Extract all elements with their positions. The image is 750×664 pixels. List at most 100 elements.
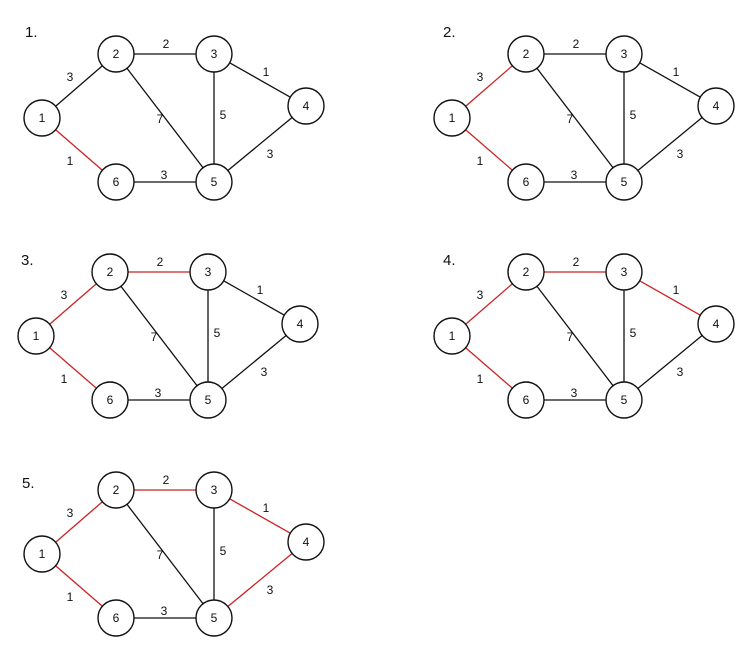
edge-weight-3-4: 1 [263, 65, 270, 79]
node-4: 4 [697, 305, 735, 343]
node-label: 5 [211, 175, 218, 189]
node-6: 6 [97, 599, 135, 637]
node-circle [507, 381, 545, 419]
edge-weight-2-5: 7 [567, 330, 574, 344]
edge-1-6 [465, 347, 513, 389]
node-circle [91, 381, 129, 419]
edge-weight-3-4: 1 [673, 65, 680, 79]
node-2: 2 [97, 471, 135, 509]
edge-4-5 [221, 334, 287, 390]
node-3: 3 [605, 253, 643, 291]
node-2: 2 [97, 35, 135, 73]
node-label: 1 [39, 547, 46, 561]
node-label: 3 [621, 47, 628, 61]
node-label: 3 [211, 483, 218, 497]
edge-weight-3-4: 1 [257, 283, 264, 297]
node-label: 1 [449, 111, 456, 125]
node-label: 4 [713, 99, 720, 113]
node-label: 5 [621, 175, 628, 189]
node-3: 3 [605, 35, 643, 73]
edge-3-4 [639, 280, 701, 316]
node-circle [97, 163, 135, 201]
node-circle [23, 535, 61, 573]
node-label: 5 [211, 611, 218, 625]
node-circle [97, 471, 135, 509]
edge-weight-1-6: 1 [61, 372, 68, 386]
edge-weight-6-5: 3 [571, 386, 578, 400]
node-circle [433, 317, 471, 355]
node-circle [697, 87, 735, 125]
node-circle [195, 599, 233, 637]
edge-weight-2-3: 2 [573, 255, 580, 269]
node-6: 6 [507, 163, 545, 201]
node-5: 5 [195, 599, 233, 637]
edge-weight-3-5: 5 [214, 326, 221, 340]
node-circle [605, 35, 643, 73]
node-circle [195, 163, 233, 201]
node-6: 6 [91, 381, 129, 419]
edge-weight-2-3: 2 [157, 255, 164, 269]
node-label: 3 [205, 265, 212, 279]
edge-weight-1-6: 1 [477, 372, 484, 386]
node-circle [507, 35, 545, 73]
node-label: 1 [33, 329, 40, 343]
edge-weight-1-2: 3 [477, 288, 484, 302]
edge-weight-4-5: 3 [267, 147, 274, 161]
node-circle [605, 253, 643, 291]
node-circle [17, 317, 55, 355]
edge-2-5 [126, 503, 204, 605]
node-circle [697, 305, 735, 343]
node-label: 6 [107, 393, 114, 407]
node-5: 5 [605, 163, 643, 201]
edge-weight-2-5: 7 [567, 112, 574, 126]
node-circle [189, 253, 227, 291]
edge-4-5 [637, 116, 703, 172]
edge-4-5 [227, 116, 293, 172]
node-label: 2 [113, 47, 120, 61]
edge-weight-1-2: 3 [477, 70, 484, 84]
node-label: 4 [303, 535, 310, 549]
edge-weight-1-2: 3 [61, 288, 68, 302]
node-label: 3 [211, 47, 218, 61]
edge-weight-4-5: 3 [677, 147, 684, 161]
edge-weight-1-2: 3 [67, 70, 74, 84]
edge-1-6 [49, 347, 97, 389]
node-2: 2 [507, 35, 545, 73]
node-1: 1 [23, 535, 61, 573]
node-1: 1 [23, 99, 61, 137]
node-circle [195, 35, 233, 73]
edge-1-2 [465, 65, 513, 107]
node-circle [507, 163, 545, 201]
panel-number: 3. [21, 252, 34, 269]
node-label: 6 [113, 175, 120, 189]
node-label: 1 [449, 329, 456, 343]
panel-number: 1. [25, 24, 38, 41]
edge-weight-6-5: 3 [155, 386, 162, 400]
node-circle [287, 523, 325, 561]
node-label: 6 [523, 175, 530, 189]
node-3: 3 [195, 471, 233, 509]
edge-weight-2-5: 7 [157, 112, 164, 126]
edge-4-5 [227, 552, 293, 608]
edge-2-5 [536, 67, 614, 169]
edge-3-4 [223, 280, 285, 316]
node-1: 1 [433, 99, 471, 137]
edge-1-2 [55, 501, 103, 543]
edge-weight-1-2: 3 [67, 506, 74, 520]
node-4: 4 [287, 523, 325, 561]
node-circle [91, 253, 129, 291]
edge-weight-3-5: 5 [630, 326, 637, 340]
edge-weight-3-5: 5 [220, 108, 227, 122]
edge-3-4 [229, 498, 291, 534]
node-1: 1 [17, 317, 55, 355]
node-circle [281, 305, 319, 343]
edge-weight-2-3: 2 [163, 473, 170, 487]
node-label: 3 [621, 265, 628, 279]
node-circle [97, 599, 135, 637]
panel-number: 4. [443, 252, 456, 269]
edge-3-4 [639, 62, 701, 98]
